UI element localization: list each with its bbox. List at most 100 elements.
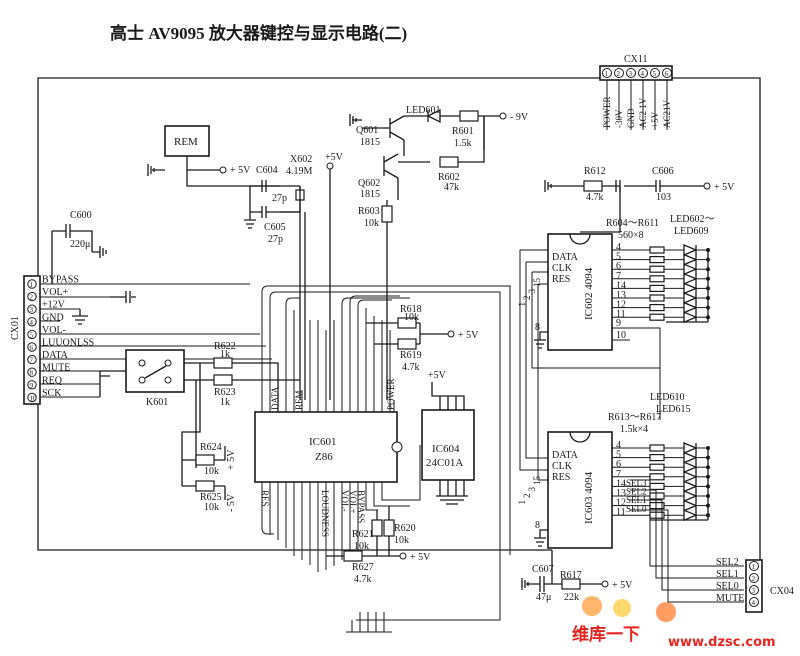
cx11-pin-number: 1 [605,70,609,78]
svg-text:R601: R601 [452,126,474,137]
svg-text:IC602 4094: IC602 4094 [583,267,595,320]
svg-text:K601: K601 [146,397,168,408]
pin-number: 11 [616,309,626,320]
svg-text:C604: C604 [256,165,278,176]
cx01-pin-7 [27,354,37,365]
svg-text:DATA: DATA [552,252,579,263]
led-icon [683,301,698,314]
led-icon [683,490,698,502]
svg-text:Q601: Q601 [356,125,378,136]
svg-text:IC601: IC601 [309,436,337,448]
svg-text:1.5k×4: 1.5k×4 [620,424,648,435]
cx01-pin-10 [27,392,37,403]
ic603-sel-label: SEL0 [626,504,647,514]
cx11-pin-1 [602,68,612,78]
svg-text:27p: 27p [268,234,283,245]
cx01-pin-label: DATA [42,350,69,361]
cx04-pin-label: SEL1 [716,569,739,580]
led-resistor [649,304,665,312]
pin-number: 3 [527,487,537,492]
svg-text:C606: C606 [652,166,674,177]
svg-text:10k: 10k [204,502,219,513]
cx01-pin-3 [27,304,37,314]
cx01-pin-number: 3 [30,306,34,314]
site-watermark: 维库一下 www.dzsc.com [572,596,776,650]
svg-text:1815: 1815 [360,137,380,148]
led-resistor [649,473,665,481]
svg-text:47k: 47k [444,182,459,193]
cx04-label: CX04 [770,586,794,597]
svg-text:R619: R619 [400,350,422,361]
svg-text:C607: C607 [532,564,554,575]
svg-text:REM: REM [174,136,198,148]
svg-text:R627: R627 [352,562,374,573]
svg-text:10k: 10k [364,218,379,229]
svg-text:1k: 1k [220,349,230,360]
cx04-pin-label: MUTE [716,593,744,604]
r624-r625: R624 10k R625 10k + 5V - 5V [182,442,237,513]
cx04-pin-number: 2 [752,575,756,583]
cx01-pin-4 [27,317,37,327]
pin-number: 7 [616,469,621,480]
cx01-pin-1 [27,279,37,289]
cx01-pin-number: 2 [30,294,34,302]
led-icon [683,311,698,324]
pin-number: 12 [616,498,626,509]
svg-text:+5V: +5V [325,152,344,163]
svg-text:Q602: Q602 [358,178,380,189]
led-icon [683,272,698,285]
svg-text:R625: R625 [200,492,222,503]
svg-text:LED601: LED601 [406,105,440,116]
cx11-pin-number: 3 [629,70,633,78]
pin-number: 4 [616,242,621,253]
svg-text:R622: R622 [214,341,236,352]
cx04-pin-label: SEL2 [716,557,739,568]
led-resistor [649,454,665,462]
svg-text:4.19M: 4.19M [286,166,313,177]
svg-text:R617: R617 [560,570,582,581]
svg-text:220μ: 220μ [70,239,90,250]
pin-number: 6 [616,261,621,272]
svg-text:47μ: 47μ [536,592,551,603]
svg-text:1.5k: 1.5k [454,138,472,149]
led-resistor [649,294,665,302]
cx01-pin-label: GND [42,312,64,323]
pin-number: 11 [616,507,626,518]
cx11-pin-number: 5 [653,70,657,78]
cx11-pin-6 [662,68,672,78]
cx11-label: CX11 [624,54,648,65]
svg-text:R618: R618 [400,304,422,315]
ic601-microcontroller: IC601 Z86 DATA REM POWER RES VOL- LOUDNE… [254,379,403,537]
svg-text:VOL-: VOL- [340,490,350,512]
c607-r617: C607 47μ R617 22k + 5V [521,549,633,603]
cx01-pin-label: +12V [42,300,66,311]
svg-text:R612: R612 [584,166,606,177]
svg-text:BYPASS: BYPASS [356,490,366,523]
cx11-pin-5 [650,68,660,78]
cx04-pin-label: SEL0 [716,581,739,592]
svg-text:R623: R623 [214,387,236,398]
svg-text:R602: R602 [438,172,460,183]
led-resistor [649,284,665,292]
cx01-pin-2 [27,291,37,302]
cx01-pin-label: VOL- [42,325,66,336]
svg-text:8: 8 [535,520,540,531]
cx01-pin-number: 5 [30,331,34,339]
svg-text:RES: RES [552,472,570,483]
cx11-pin-number: 4 [641,70,645,78]
cx01-pin-8 [27,367,37,377]
svg-text:POWER: POWER [386,379,396,411]
svg-text:+ 5V: + 5V [410,552,431,563]
svg-text:103: 103 [656,192,671,203]
cx11-pin-number: 6 [665,70,669,78]
pin-number: 13 [616,488,626,499]
pin-number: 5 [616,450,621,461]
led-resistor [649,313,665,321]
led-icon [683,509,698,522]
cx01-pin-9 [27,380,37,390]
svg-text:CLK: CLK [552,263,573,274]
